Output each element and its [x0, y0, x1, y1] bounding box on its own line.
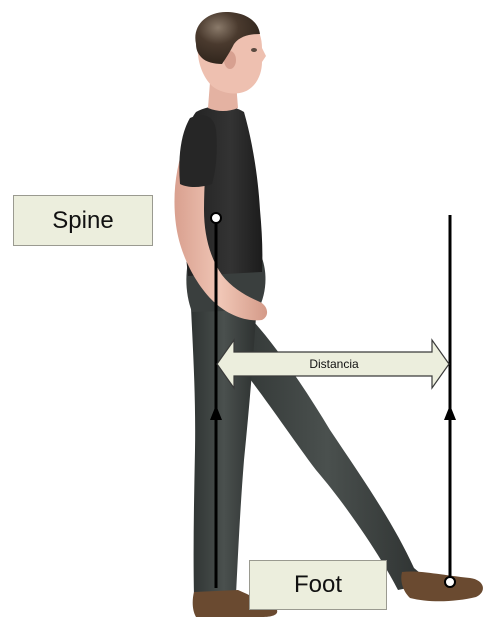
foot-label: Foot	[294, 571, 342, 599]
front-leg	[190, 282, 258, 597]
eye	[251, 48, 257, 52]
sleeve	[179, 115, 216, 187]
foot-marker	[445, 577, 455, 587]
distance-label: Distancia	[236, 353, 432, 375]
foot-label-box: Foot	[249, 560, 387, 610]
spine-label-box: Spine	[13, 195, 153, 246]
spine-label: Spine	[52, 207, 113, 235]
spine-marker	[211, 213, 221, 223]
person-illustration	[174, 12, 483, 617]
back-shoe	[401, 572, 483, 602]
foot-arrowhead	[444, 405, 456, 420]
